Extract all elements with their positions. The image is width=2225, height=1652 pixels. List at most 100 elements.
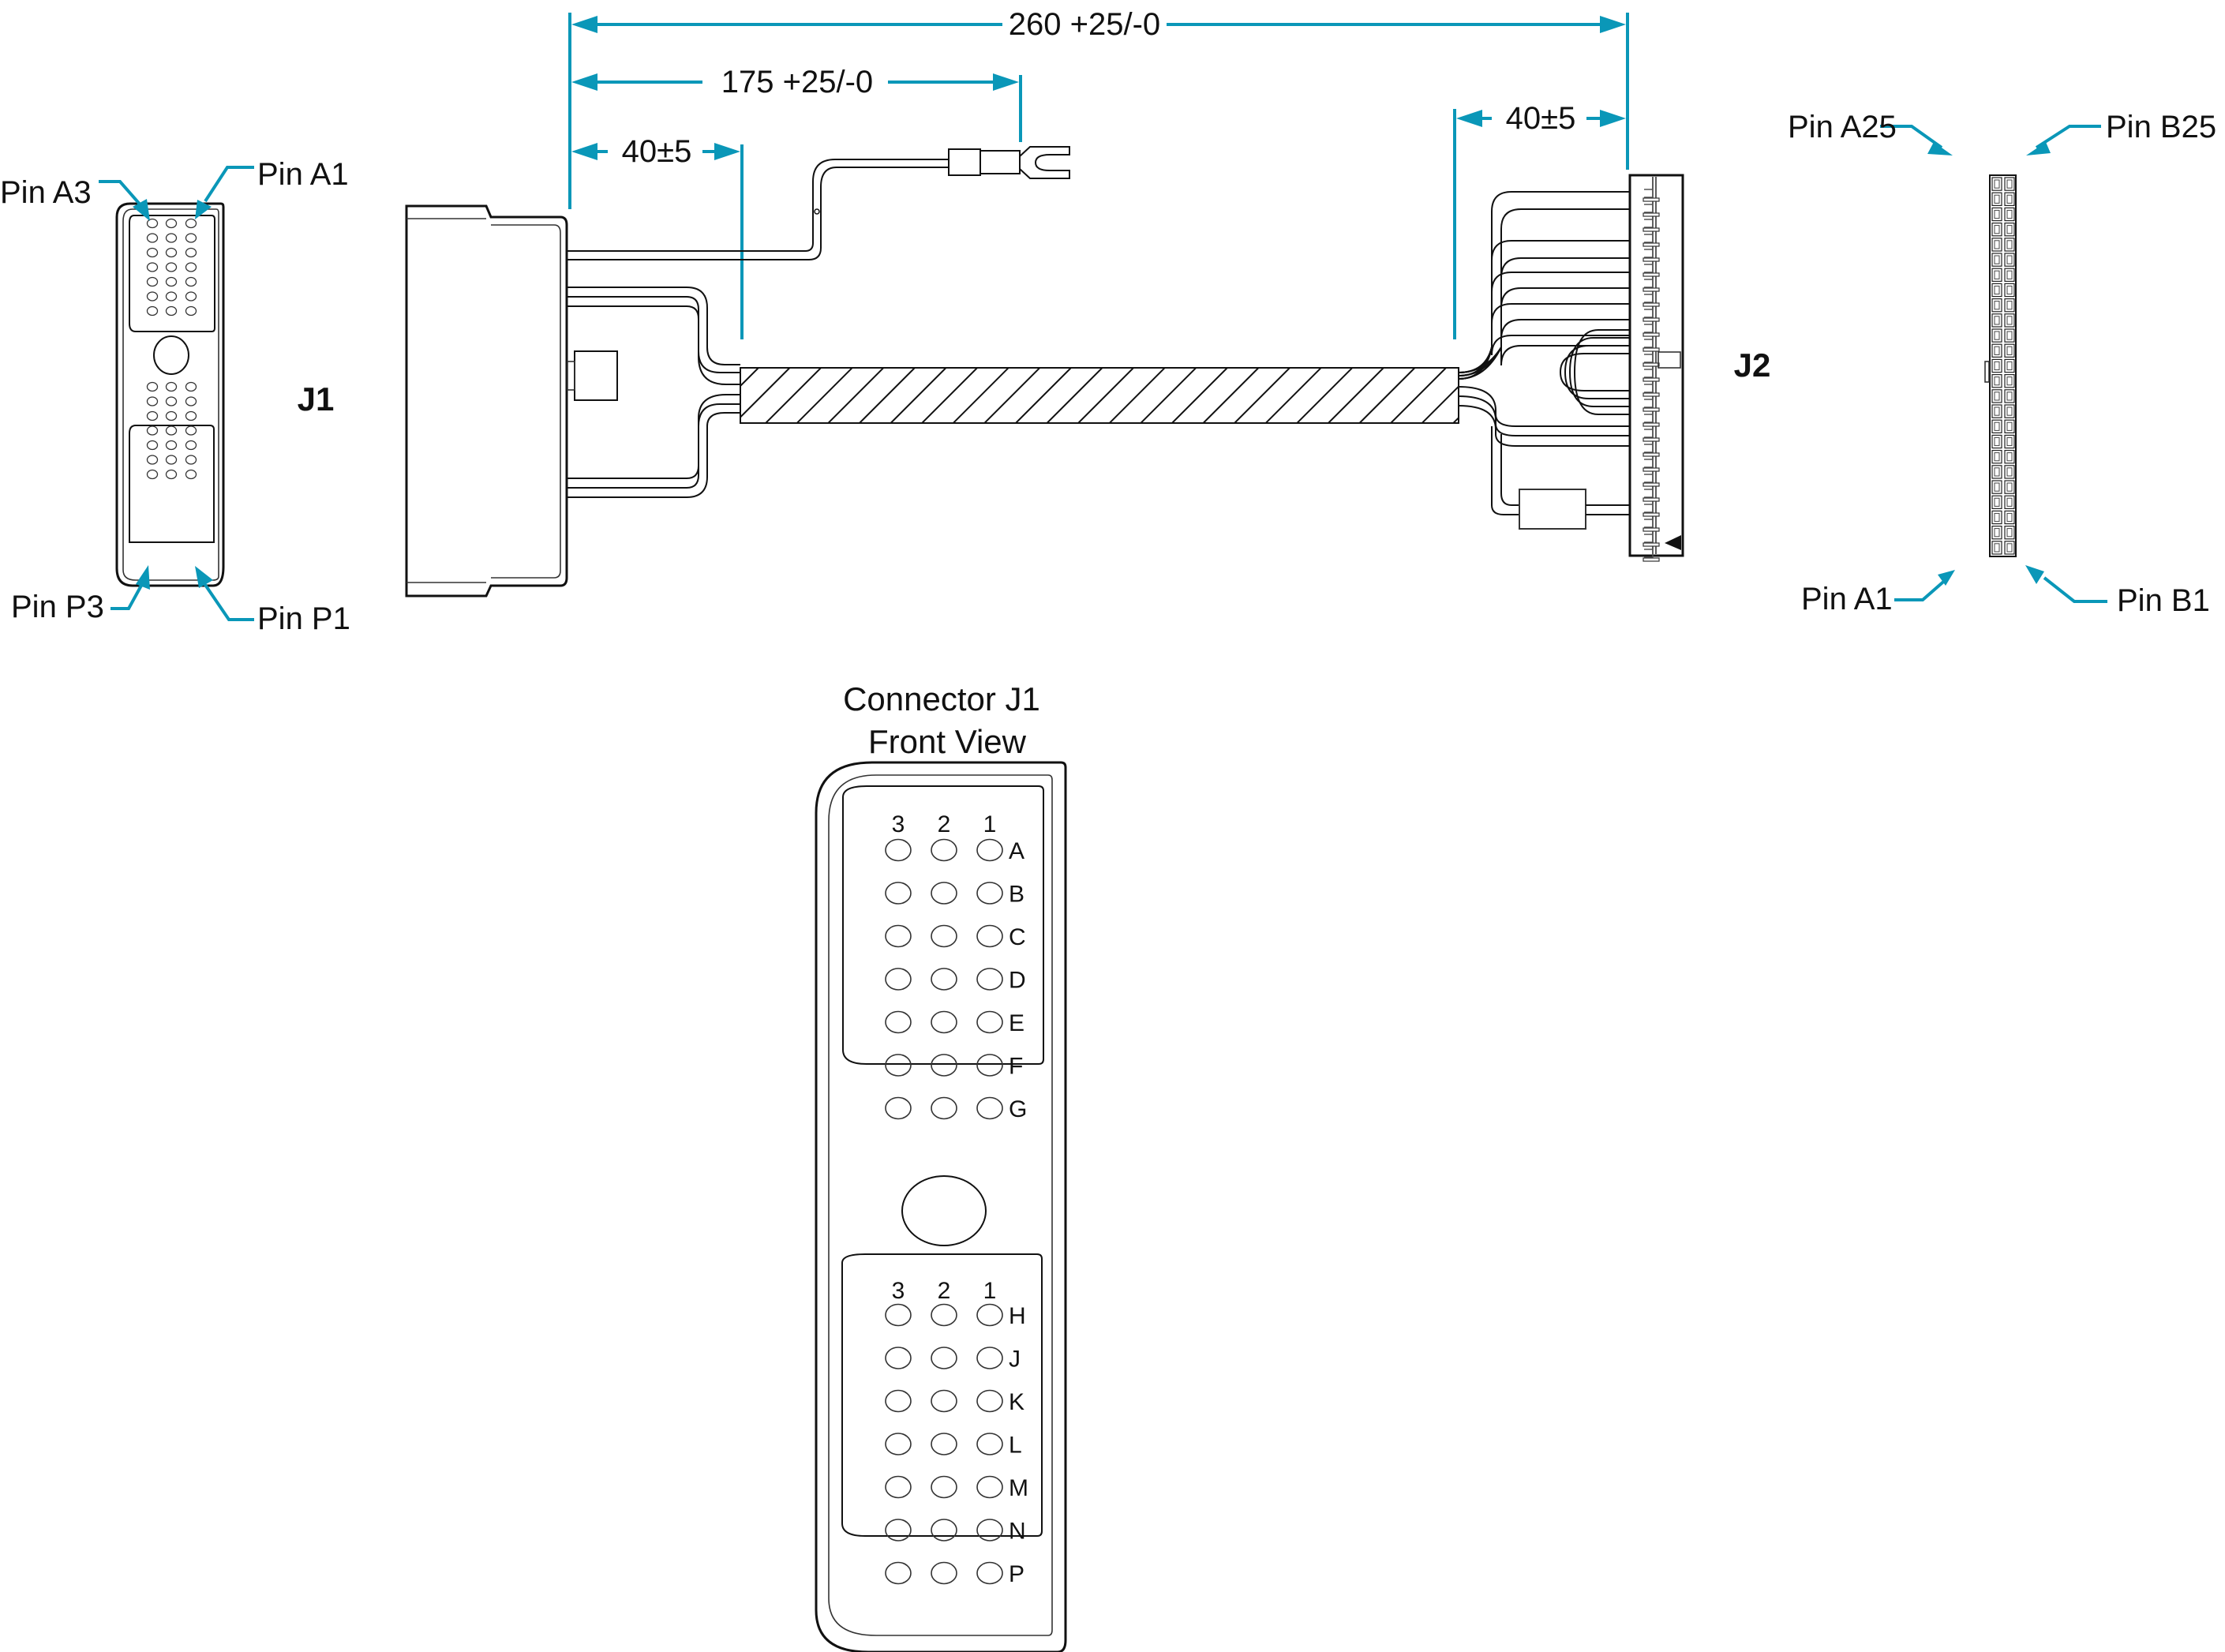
pin-cavity bbox=[1991, 449, 2002, 464]
j2-breakout-wires bbox=[1458, 191, 1630, 530]
pin-cavity bbox=[2004, 298, 2015, 313]
row-label: K bbox=[1009, 1389, 1024, 1415]
j1-end-shell bbox=[115, 202, 225, 587]
front-view-title-line1: Connector J1 bbox=[843, 680, 1040, 717]
pin-cavity bbox=[1991, 238, 2002, 252]
j1-connector-body bbox=[405, 204, 618, 597]
pin-cavity bbox=[165, 469, 178, 480]
pin-contact bbox=[2006, 436, 2013, 447]
pin-contact bbox=[1994, 482, 2000, 492]
callout-arrow-icon bbox=[2025, 565, 2044, 584]
j2-latch bbox=[1658, 351, 1681, 369]
row-label: N bbox=[1009, 1519, 1026, 1545]
callout-leader-pin-a1 bbox=[1894, 576, 1950, 601]
callout-leader-pin-a3 bbox=[99, 180, 144, 208]
arrowhead-left-icon bbox=[571, 73, 597, 91]
row-label: A bbox=[1009, 838, 1024, 864]
pin-contact bbox=[1994, 194, 2000, 204]
pin-cavity bbox=[185, 440, 197, 451]
pin-cavity bbox=[2004, 419, 2015, 434]
pin-cavity bbox=[976, 838, 1003, 862]
pin-cavity bbox=[165, 455, 178, 465]
pin-cavity bbox=[885, 1303, 912, 1327]
pin-contact bbox=[1994, 528, 2000, 538]
pin-contact bbox=[2006, 331, 2013, 340]
pin-cavity bbox=[931, 924, 957, 948]
pin-tail bbox=[1644, 204, 1654, 213]
pin-cavity bbox=[931, 1096, 957, 1120]
pin-tail bbox=[1644, 309, 1654, 318]
row-label: F bbox=[1009, 1054, 1023, 1080]
column-label: 1 bbox=[983, 1278, 997, 1304]
callout-leader-pin-a25 bbox=[1880, 125, 1943, 149]
pin-contact bbox=[1994, 406, 2000, 416]
pin-cavity bbox=[185, 291, 197, 302]
j2-shell bbox=[1628, 174, 1684, 557]
pin-cavity bbox=[185, 276, 197, 287]
pin-cavity bbox=[1991, 541, 2002, 555]
pin-contact bbox=[2006, 346, 2013, 355]
wire bbox=[1458, 335, 1630, 380]
pin-contact bbox=[1643, 212, 1660, 217]
j2-end-latch bbox=[1984, 361, 1990, 383]
j2-connector-body: J2 bbox=[1628, 174, 1770, 562]
arrowhead-right-icon bbox=[1600, 110, 1626, 127]
spade-terminal bbox=[948, 146, 1070, 179]
callout-leader-pin-p1 bbox=[202, 581, 254, 621]
pin-contact bbox=[1994, 255, 2000, 264]
pin-cavity bbox=[1991, 480, 2002, 494]
pin-cavity bbox=[2004, 434, 2015, 449]
pin-cavity bbox=[976, 968, 1003, 991]
pin-cavity bbox=[2004, 283, 2015, 298]
j1-end-upper-insert bbox=[129, 215, 215, 332]
callout-pin-a3: Pin A3 bbox=[0, 175, 92, 210]
pin-contact bbox=[1643, 242, 1660, 247]
pin-cavity bbox=[1991, 374, 2002, 388]
pin-contact bbox=[2006, 301, 2013, 310]
pin-cavity bbox=[1991, 268, 2002, 283]
pin-cavity bbox=[1991, 253, 2002, 267]
dimension-j1-breakout: 40±5 bbox=[571, 134, 744, 339]
pin-cavity bbox=[185, 381, 197, 392]
pin-cavity bbox=[976, 1561, 1003, 1585]
pin-tail bbox=[1644, 249, 1654, 258]
pin-cavity bbox=[165, 276, 178, 287]
pin-contact bbox=[1643, 197, 1660, 202]
j1-shell-outline bbox=[405, 204, 568, 597]
pin-contact bbox=[1994, 497, 2000, 507]
wire bbox=[1458, 319, 1630, 376]
pin-contact bbox=[1643, 512, 1660, 517]
pin-cavity bbox=[885, 968, 912, 991]
wire bbox=[567, 394, 740, 479]
pin-cavity bbox=[185, 305, 197, 317]
wire bbox=[1458, 395, 1630, 436]
pin-cavity bbox=[2004, 192, 2015, 206]
callout-arrow-icon bbox=[195, 566, 213, 588]
pin-contact bbox=[2006, 316, 2013, 325]
pin-contact bbox=[1643, 332, 1660, 337]
wire bbox=[567, 412, 740, 498]
pin-cavity bbox=[165, 440, 178, 451]
pin-contact bbox=[2006, 376, 2013, 386]
callout-pin-b25: Pin B25 bbox=[2106, 110, 2216, 144]
pin-cavity bbox=[2004, 177, 2015, 191]
arrowhead-right-icon bbox=[993, 73, 1019, 91]
pin-contact bbox=[1994, 452, 2000, 462]
pin-contact bbox=[1994, 436, 2000, 447]
pin-contact bbox=[1643, 377, 1660, 382]
pin-contact bbox=[1643, 407, 1660, 412]
pin-cavity bbox=[1991, 389, 2002, 403]
pin-contact bbox=[1643, 392, 1660, 397]
pin-cavity bbox=[185, 455, 197, 465]
pin-cavity bbox=[146, 425, 159, 436]
row-label: G bbox=[1009, 1096, 1027, 1122]
pin-cavity bbox=[146, 410, 159, 421]
j1-end-lower-insert bbox=[129, 425, 215, 543]
pin-contact bbox=[1643, 482, 1660, 487]
pin-cavity bbox=[146, 247, 159, 258]
pin-cavity bbox=[165, 396, 178, 406]
pin-contact bbox=[1643, 557, 1660, 562]
pin-cavity bbox=[2004, 253, 2015, 267]
pin-cavity bbox=[165, 305, 178, 317]
pin-contact bbox=[1643, 317, 1660, 322]
